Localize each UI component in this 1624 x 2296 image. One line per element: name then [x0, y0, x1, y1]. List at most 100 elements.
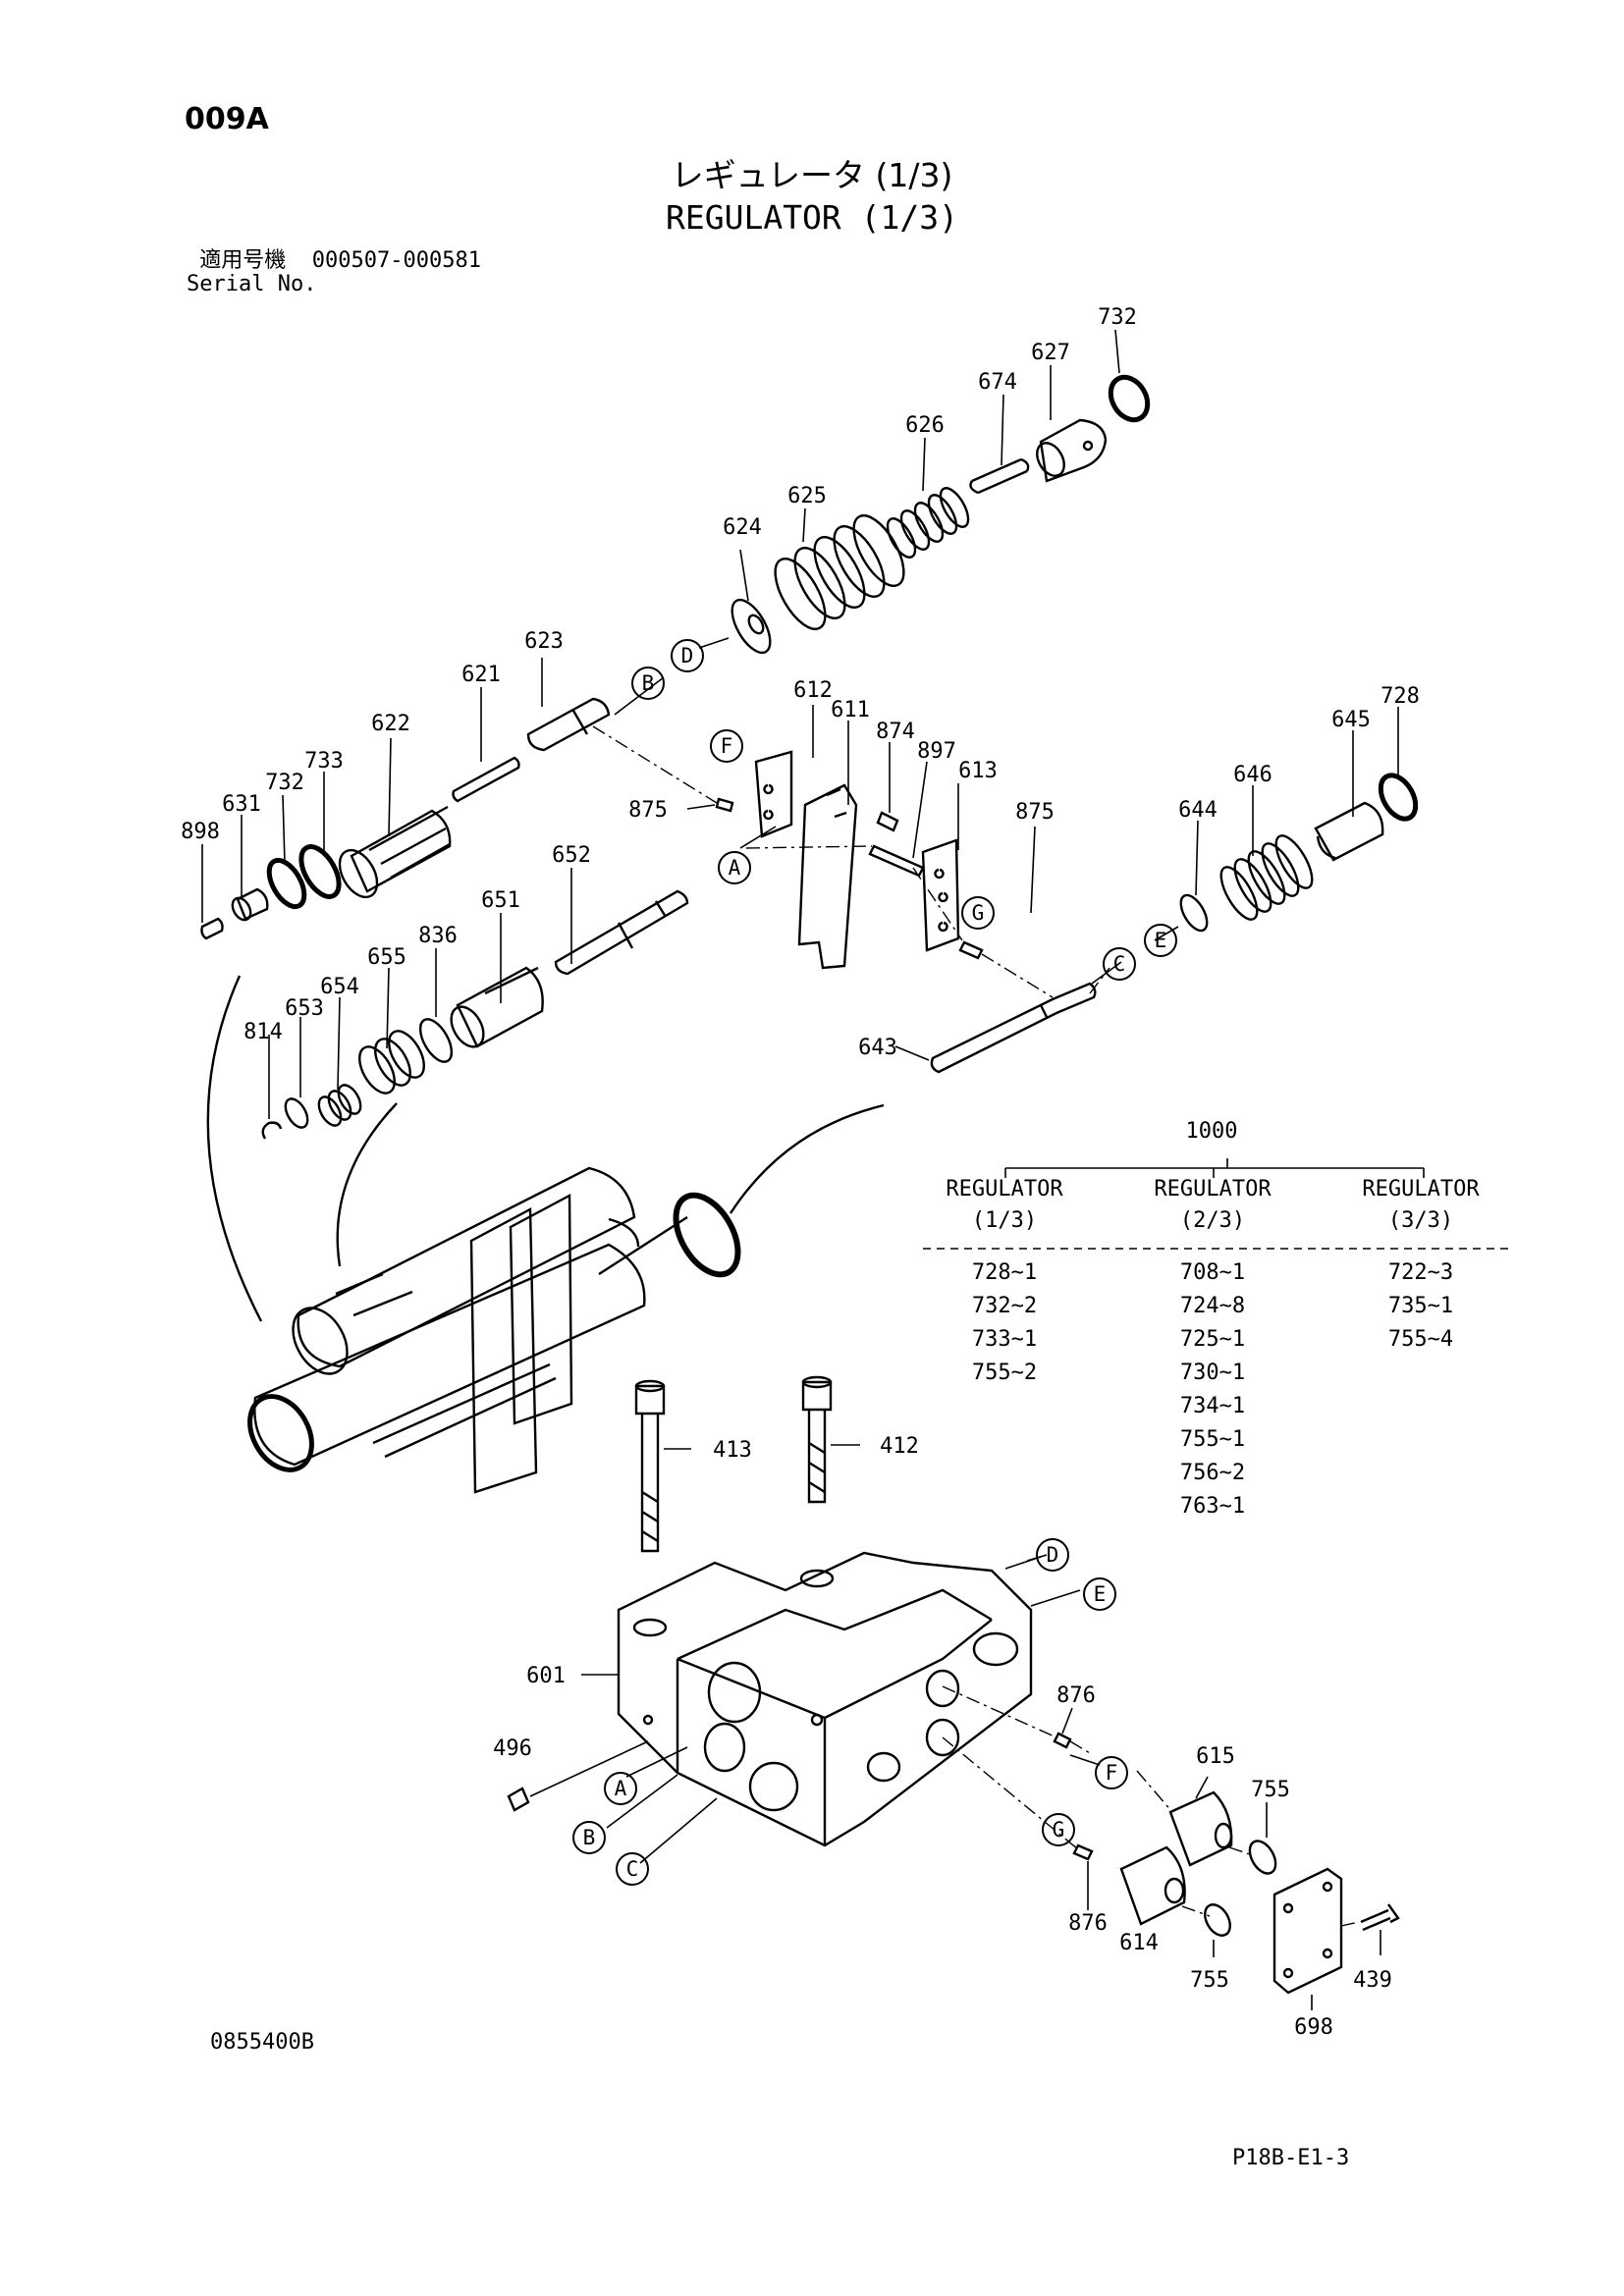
pin-621 [452, 756, 520, 803]
sleeve-651 [450, 966, 544, 1048]
part-label: 836 [418, 924, 458, 948]
part-label: 413 [713, 1438, 752, 1463]
col-1-part: (1/3) [971, 1208, 1038, 1233]
part-label: 653 [285, 996, 324, 1021]
part-label: 876 [1068, 1911, 1108, 1936]
part-label: 601 [526, 1664, 566, 1688]
col-3-part: (3/3) [1387, 1208, 1454, 1233]
pin-674 [969, 457, 1030, 495]
seat-624 [731, 598, 772, 655]
lever-611 [797, 783, 858, 970]
table-cell: 755~1 [1179, 1427, 1246, 1452]
pin-876-lower [1072, 1843, 1094, 1861]
table-cell: 722~3 [1387, 1260, 1454, 1285]
table-cell: 763~1 [1179, 1494, 1246, 1519]
table-cell: 734~1 [1179, 1394, 1246, 1418]
ref-letter: C [626, 1857, 639, 1881]
serial-line-1: 適用号機 000507-000581 [187, 249, 481, 273]
part-label: 655 [367, 945, 406, 970]
part-label: 645 [1331, 708, 1371, 732]
part-label: 814 [244, 1020, 283, 1044]
part-label: 897 [917, 739, 956, 764]
table-cell: 733~1 [971, 1327, 1038, 1352]
table-cell: 728~1 [971, 1260, 1038, 1285]
part-label: 654 [320, 975, 359, 999]
ref-letter: E [1094, 1582, 1107, 1606]
part-label: 732 [1098, 305, 1137, 330]
part-label: 755 [1251, 1778, 1290, 1802]
assembled-regulator-view [247, 1166, 741, 1494]
seat-644 [1179, 893, 1209, 933]
spool-652 [554, 889, 689, 976]
ring-836 [418, 1018, 454, 1063]
ref-letter: A [729, 856, 741, 880]
title-english: REGULATOR (1/3) [665, 198, 958, 237]
table-cell: 755~2 [971, 1361, 1038, 1385]
part-label: 651 [481, 888, 520, 913]
sleeve-622 [338, 805, 452, 899]
spring-625 [774, 514, 905, 630]
table-cell: 735~1 [1387, 1294, 1454, 1318]
table-cell: 708~1 [1179, 1260, 1246, 1285]
page-code: 009A [185, 102, 269, 136]
part-label: 728 [1380, 684, 1420, 709]
screw-496 [507, 1787, 530, 1812]
page-reference: P18B-E1-3 [1232, 2146, 1350, 2170]
spring-626 [886, 487, 970, 559]
part-label: 876 [1056, 1683, 1096, 1708]
pin-875-lower [958, 940, 984, 960]
pin-875-upper [715, 797, 734, 813]
part-label: 755 [1190, 1968, 1229, 1993]
spacer-631 [231, 887, 269, 922]
bolt-439 [1360, 1903, 1400, 1932]
title-japanese: レギュレータ (1/3) [671, 156, 953, 194]
plug-627 [1036, 418, 1108, 483]
serial-label-en: Serial No. [187, 272, 317, 296]
part-label: 612 [793, 678, 833, 703]
part-label: 611 [831, 698, 870, 722]
part-label: 622 [371, 712, 410, 736]
part-label: 631 [222, 792, 261, 817]
ref-letter: C [1113, 952, 1126, 976]
part-label: 624 [723, 515, 762, 540]
assembly-number: 1000 [1185, 1119, 1238, 1144]
spring-654 [317, 1084, 362, 1127]
part-label: 412 [880, 1434, 919, 1459]
table-cell: 724~8 [1179, 1294, 1246, 1318]
col-3-name: REGULATOR [1362, 1177, 1480, 1201]
part-label: 627 [1031, 341, 1070, 365]
ref-letter: D [1047, 1543, 1059, 1567]
col-2-name: REGULATOR [1154, 1177, 1272, 1201]
part-label: 732 [265, 771, 304, 795]
table-cell: 756~2 [1179, 1461, 1246, 1485]
part-label: 874 [876, 720, 915, 744]
ref-letter: G [1053, 1818, 1065, 1842]
part-label: 643 [858, 1036, 897, 1060]
part-label: 625 [787, 484, 827, 508]
casing-601 [617, 1551, 1033, 1847]
plug-615 [1168, 1790, 1233, 1867]
ref-letter: G [972, 901, 985, 925]
part-label: 623 [524, 629, 564, 654]
bolt-413 [634, 1379, 666, 1553]
bolt-412 [801, 1375, 833, 1504]
oring-732 [266, 857, 307, 910]
assembly-arc-left [206, 975, 263, 1322]
part-label: 898 [181, 820, 220, 844]
spring-646 [1219, 834, 1314, 921]
ref-letter: B [642, 671, 655, 695]
ref-letter: D [681, 644, 694, 667]
part-label: 621 [461, 663, 501, 687]
part-label: 613 [958, 759, 998, 783]
part-label: 698 [1294, 2015, 1333, 2040]
serial-label-jp: 適用号機 [199, 248, 287, 273]
part-label: 615 [1196, 1744, 1235, 1769]
cover-698 [1272, 1867, 1343, 1995]
table-cell: 725~1 [1179, 1327, 1246, 1352]
oring-755-lower [1204, 1903, 1231, 1937]
col-1-name: REGULATOR [946, 1177, 1063, 1201]
plug-614 [1119, 1845, 1186, 1926]
col-2-part: (2/3) [1179, 1208, 1246, 1233]
pin-874 [876, 811, 899, 832]
